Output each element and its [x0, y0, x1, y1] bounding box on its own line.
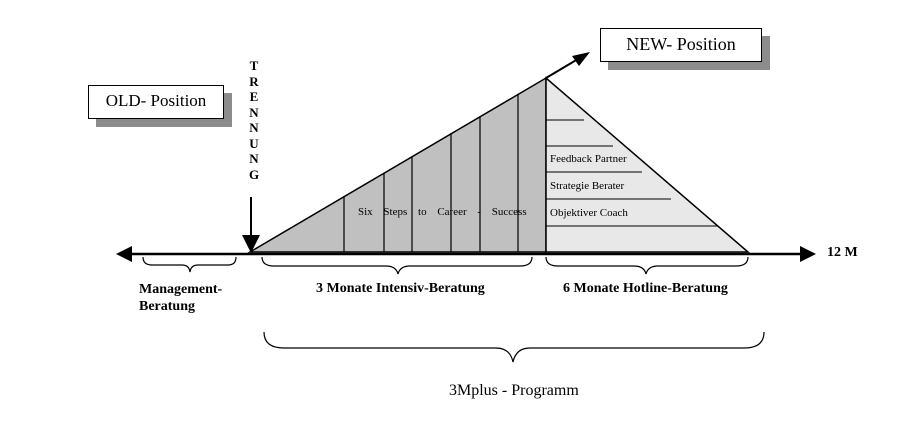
growth-arrow-head — [572, 52, 590, 66]
separation-label: T R E N N U N G — [244, 58, 264, 182]
hotline-brace — [545, 256, 749, 275]
intensive-phase-label: 3 Monate Intensiv-Beratung — [316, 281, 485, 296]
pyramid-level-feedback: Feedback Partner — [550, 153, 627, 165]
management-phase-label: Management- Beratung — [139, 282, 223, 314]
separation-letter: E — [249, 89, 259, 104]
old-position-label: OLD- Position — [105, 91, 207, 110]
separation-letter: N — [249, 120, 259, 135]
separation-letter: N — [249, 104, 259, 120]
timeline-right-arrow — [800, 246, 816, 262]
management-brace — [142, 256, 237, 273]
six-steps-triangle — [247, 76, 547, 253]
separation-letter: U — [249, 135, 259, 151]
pyramid-level-lines — [546, 119, 718, 227]
separation-letter: T — [249, 58, 259, 73]
timeline-left-arrow — [116, 246, 132, 262]
pyramid-level-strategie: Strategie Berater — [550, 180, 625, 192]
separation-letter: G — [248, 166, 260, 182]
new-position-label: NEW- Position — [626, 34, 736, 54]
program-brace — [263, 331, 765, 363]
new-position-box: NEW- Position — [600, 28, 762, 62]
timeline-end-label: 12 M — [827, 245, 858, 260]
separation-letter: N — [249, 151, 259, 166]
hotline-pyramid — [545, 76, 751, 253]
separation-letter: R — [249, 73, 259, 89]
growth-arrow — [545, 58, 579, 79]
separation-arrow-head — [242, 235, 260, 253]
six-steps-label: Six Steps to Career - Success — [358, 206, 527, 218]
old-position-box: OLD- Position — [88, 85, 224, 119]
hotline-phase-label: 6 Monate Hotline-Beratung — [563, 281, 728, 296]
intensive-brace — [261, 256, 533, 275]
program-label: 3Mplus - Programm — [449, 382, 579, 399]
six-steps-dividers — [343, 94, 519, 252]
pyramid-level-coach: Objektiver Coach — [550, 207, 628, 219]
